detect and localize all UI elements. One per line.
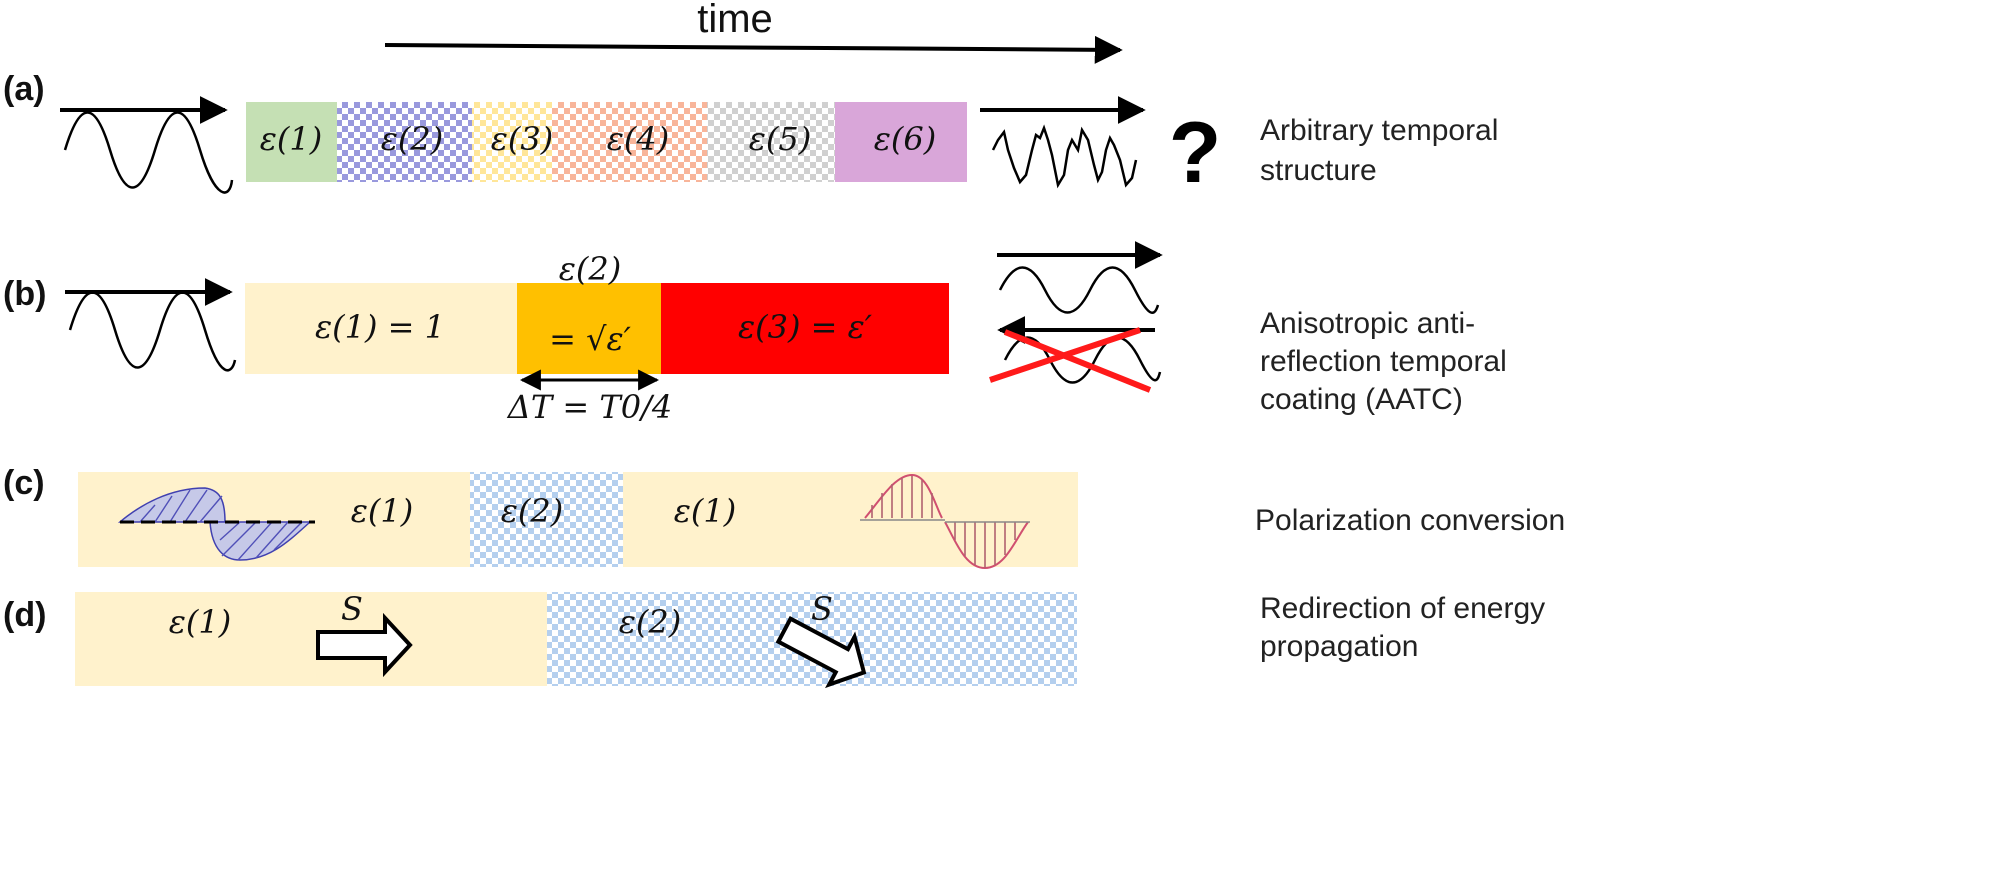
segment-d1-label: ε(1): [169, 603, 232, 641]
panel-c-label: (c): [3, 464, 45, 502]
poynting-label-1: S: [341, 590, 363, 628]
segment-a2: [337, 102, 472, 182]
input-wave-b: [68, 291, 237, 372]
segment-b2: [517, 283, 661, 374]
segment-c2-label: ε(2): [501, 492, 564, 530]
segment-a1: [246, 102, 337, 182]
panel-c-description: Polarization conversion: [1255, 504, 1565, 537]
panel-b-label: (b): [3, 275, 46, 313]
panel-d-description-line1: Redirection of energy: [1260, 592, 1545, 625]
segment-a6-label: ε(6): [874, 120, 937, 158]
segment-d2-label: ε(2): [619, 603, 682, 641]
output-wave-a: [991, 124, 1138, 189]
panel-a-description-line1: Arbitrary temporal: [1260, 114, 1498, 147]
energy-arrow-2: [775, 615, 867, 689]
input-polarization-wave: [117, 487, 315, 561]
segment-d1: [75, 592, 547, 686]
segment-b3: [661, 283, 949, 374]
reflected-wave: [1003, 336, 1162, 384]
energy-arrow-1: [316, 612, 413, 678]
panel-d-label: (d): [3, 596, 46, 634]
question-mark: ?: [1169, 105, 1222, 201]
panel-b-description-line3: coating (AATC): [1260, 383, 1463, 416]
input-wave-a: [63, 111, 234, 194]
output-polarization-wave: [860, 473, 1030, 570]
transmitted-wave: [998, 266, 1160, 314]
segment-c2: [470, 472, 623, 567]
interval-label: ΔT = T0/4: [506, 388, 672, 426]
segment-c3: [623, 472, 1078, 567]
panel-a-description-line2: structure: [1260, 154, 1377, 187]
segment-a5-label: ε(5): [749, 120, 812, 158]
segment-b2-label-top: ε(2): [559, 250, 622, 288]
segment-a4-label: ε(4): [607, 120, 670, 158]
segment-a3-label: ε(3): [491, 120, 554, 158]
segment-a1-label: ε(1): [260, 120, 323, 158]
segment-a5: [707, 102, 835, 182]
segment-a2-label: ε(2): [381, 120, 444, 158]
time-arrow: [384, 35, 1123, 64]
poynting-label-2: S: [811, 590, 833, 628]
panel-d-description-line2: propagation: [1260, 630, 1418, 663]
segment-a6: [835, 102, 967, 182]
segment-b1-label: ε(1) = 1: [315, 308, 445, 346]
segment-c3-label: ε(1): [674, 492, 737, 530]
panel-a-label: (a): [3, 70, 45, 108]
segment-a3: [472, 102, 552, 182]
cross-line-2: [1003, 329, 1152, 393]
segment-b3-label: ε(3) = ε′: [738, 308, 873, 346]
panel-b-description-line2: reflection temporal: [1260, 345, 1507, 378]
segment-b1: [245, 283, 517, 374]
panel-b-description-line1: Anisotropic anti-: [1260, 307, 1475, 340]
segment-b2-label-bottom: = √ε′: [549, 320, 632, 358]
time-label: time: [697, 0, 773, 41]
segment-c1-label: ε(1): [351, 492, 414, 530]
segment-a4: [552, 102, 707, 182]
